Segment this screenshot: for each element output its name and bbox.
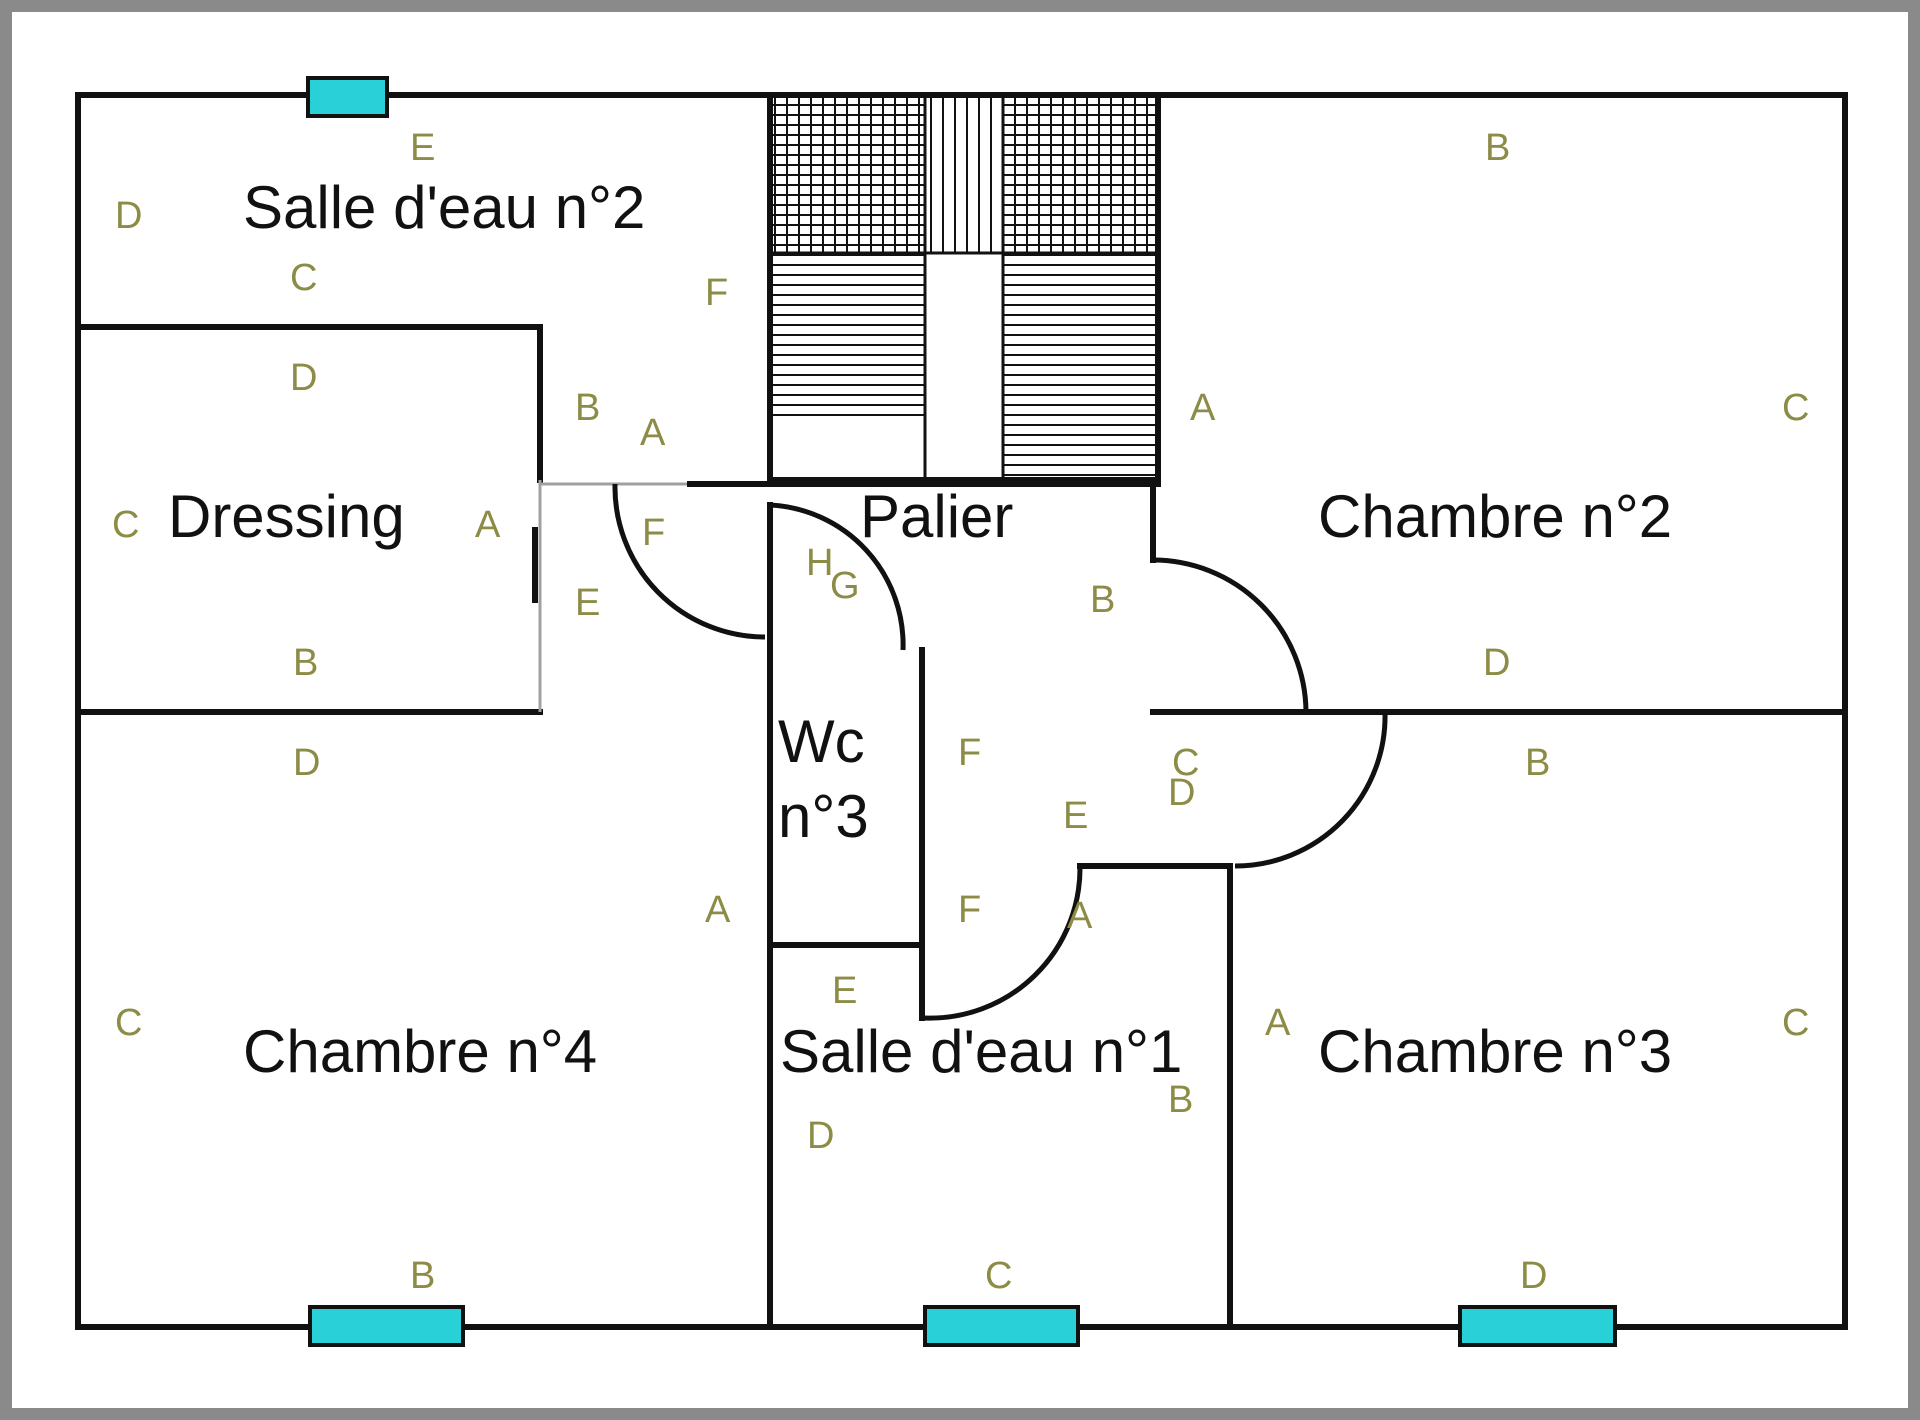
window-salle-eau-1	[923, 1305, 1080, 1347]
wall-label: E	[1063, 795, 1088, 837]
room-label-palier: Palier	[860, 483, 1013, 550]
wall-label: A	[1067, 895, 1093, 937]
room-label-salle-eau-2: Salle d'eau n°2	[243, 174, 645, 241]
wall-label: F	[958, 889, 981, 931]
window-salle-eau-2	[306, 76, 389, 118]
wall-label: C	[1782, 1002, 1809, 1044]
wall-label: B	[1090, 579, 1115, 621]
window-chambre-4	[308, 1305, 465, 1347]
room-label-dressing: Dressing	[168, 483, 405, 550]
wall-label: D	[115, 195, 142, 237]
wall-label: E	[410, 127, 435, 169]
wall-label: E	[832, 970, 857, 1012]
interior-walls	[75, 324, 1848, 1330]
wall-label: A	[1190, 387, 1216, 429]
wall-label: B	[1525, 742, 1550, 784]
windows	[306, 76, 1617, 1347]
wall-label: F	[705, 272, 728, 314]
staircase	[767, 92, 1161, 483]
wall-label: C	[985, 1255, 1012, 1297]
wall-label: B	[575, 387, 600, 429]
room-label-wc-line-2: n°3	[778, 783, 869, 850]
room-label-wc-line-1: Wc	[778, 708, 865, 775]
wall-label: D	[1483, 642, 1510, 684]
wall-label: C	[115, 1002, 142, 1044]
wall-label: A	[705, 889, 731, 931]
wall-label: G	[830, 565, 860, 607]
wall-label: F	[958, 732, 981, 774]
wall-label: D	[293, 742, 320, 784]
wall-label: A	[640, 412, 666, 454]
wall-label: C	[112, 504, 139, 546]
doors	[612, 483, 1388, 1021]
wall-label: A	[475, 504, 501, 546]
room-label-salle-eau-1: Salle d'eau n°1	[780, 1018, 1182, 1085]
wall-label: D	[1168, 772, 1195, 814]
wall-label: B	[1168, 1079, 1193, 1121]
room-label-chambre-2: Chambre n°2	[1318, 483, 1672, 550]
wall-label: B	[293, 642, 318, 684]
room-label-chambre-3: Chambre n°3	[1318, 1018, 1672, 1085]
wall-label: C	[1172, 742, 1199, 784]
wall-label: D	[807, 1115, 834, 1157]
wall-label: D	[290, 357, 317, 399]
wall-label: C	[1782, 387, 1809, 429]
window-chambre-3	[1458, 1305, 1617, 1347]
wall-label: A	[1265, 1002, 1291, 1044]
wall-label: B	[410, 1255, 435, 1297]
wall-label: H	[806, 542, 833, 584]
wall-label: C	[290, 257, 317, 299]
wall-labels: E D C F D B A C A F E B B A C H G B D D …	[112, 127, 1809, 1297]
wall-label: B	[1485, 127, 1510, 169]
wall-label: F	[642, 512, 665, 554]
room-labels: Salle d'eau n°2 Dressing Palier Chambre …	[168, 174, 1672, 1085]
wall-label: D	[1520, 1255, 1547, 1297]
wall-label: E	[575, 582, 600, 624]
room-label-chambre-4: Chambre n°4	[243, 1018, 597, 1085]
